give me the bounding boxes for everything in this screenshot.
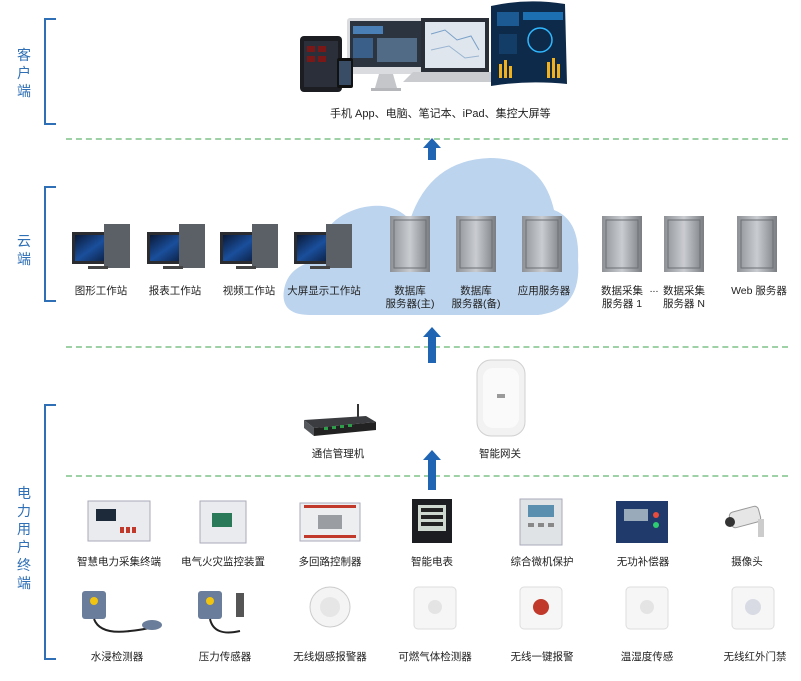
server-label-db-primary: 数据库 服务器(主) bbox=[380, 285, 440, 311]
divider-cloud-gateway bbox=[66, 346, 788, 348]
workstation-icon bbox=[72, 224, 130, 269]
device-label-reactive-compensator: 无功补偿器 bbox=[616, 556, 670, 568]
device-label-microcomputer-protection: 综合微机保护 bbox=[510, 556, 574, 568]
server-label-line1: 数据采集 bbox=[663, 285, 705, 297]
server-label-line2: 服务器(主) bbox=[385, 298, 435, 310]
server-label-line2: 服务器 N bbox=[663, 298, 705, 310]
server-label-db-backup: 数据库 服务器(备) bbox=[446, 285, 506, 311]
client-devices-illustration bbox=[300, 1, 567, 92]
smart-meter-icon bbox=[412, 499, 452, 543]
workstation-label-graphic: 图形工作站 bbox=[74, 285, 128, 297]
server-icon bbox=[522, 216, 562, 272]
pressure-sensor-icon bbox=[198, 591, 244, 634]
smart-gateway-label: 智能网关 bbox=[479, 448, 521, 460]
device-row2-icons bbox=[82, 586, 775, 634]
camera-icon bbox=[725, 505, 764, 537]
big-screen-display-icon bbox=[491, 1, 567, 86]
server-label-collector-n: 数据采集 服务器 N bbox=[656, 285, 712, 311]
user-layer-bracket bbox=[44, 404, 56, 660]
cloud-shape bbox=[283, 158, 579, 315]
arrow-devices-to-gateway bbox=[423, 450, 441, 490]
device-label-smoke-alarm: 无线烟感报警器 bbox=[293, 651, 367, 663]
comm-manager-icon bbox=[304, 404, 376, 436]
smart-gateway-icon bbox=[476, 359, 526, 437]
device-label-power-collector: 智慧电力采集终端 bbox=[77, 556, 161, 568]
server-label-application: 应用服务器 bbox=[512, 285, 576, 298]
cloud-layer-title: 云端 bbox=[17, 233, 32, 267]
multi-loop-controller-icon bbox=[299, 502, 361, 542]
desktop-monitor-icon bbox=[347, 18, 425, 91]
arrow-cloud-to-client bbox=[423, 138, 441, 160]
device-label-pressure-sensor: 压力传感器 bbox=[198, 651, 252, 663]
tablet-icon bbox=[300, 36, 342, 92]
server-icon bbox=[390, 216, 430, 272]
device-label-panic-button: 无线一键报警 bbox=[510, 651, 574, 663]
workstation-label-video: 视频工作站 bbox=[222, 285, 276, 297]
server-icon bbox=[456, 216, 496, 272]
device-label-camera: 摄像头 bbox=[731, 556, 763, 568]
server-label-line2: 服务器(备) bbox=[451, 298, 501, 310]
server-label-line1: 应用服务器 bbox=[517, 285, 571, 297]
server-label-line1: 数据库 bbox=[394, 285, 426, 297]
cloud-layer-bracket bbox=[44, 186, 56, 302]
workstation-label-report: 报表工作站 bbox=[148, 285, 202, 297]
infrared-door-sensor-icon bbox=[731, 586, 775, 630]
comm-manager-label: 通信管理机 bbox=[311, 448, 365, 460]
workstation-icon bbox=[294, 224, 352, 269]
laptop-icon bbox=[403, 18, 505, 82]
workstation-icon bbox=[147, 224, 205, 269]
server-label-line1: 数据采集 bbox=[601, 285, 643, 297]
server-label-line2: 服务器 1 bbox=[601, 298, 643, 310]
phone-icon bbox=[337, 58, 353, 88]
temp-humidity-sensor-icon bbox=[625, 586, 669, 630]
fire-monitor-icon bbox=[199, 500, 247, 544]
workstation-label-bigscreen: 大屏显示工作站 bbox=[287, 285, 361, 297]
server-icon bbox=[737, 216, 777, 272]
reactive-compensator-icon bbox=[616, 501, 668, 543]
client-layer-title: 客户端 bbox=[17, 47, 32, 99]
water-leak-sensor-icon bbox=[82, 591, 162, 633]
device-label-infrared-door: 无线红外门禁 bbox=[723, 651, 787, 663]
servers-ellipsis: ... bbox=[649, 283, 659, 295]
server-label-line1: Web 服务器 bbox=[731, 285, 787, 297]
workstation-icon bbox=[220, 224, 278, 269]
server-icon bbox=[664, 216, 704, 272]
server-icon bbox=[602, 216, 642, 272]
user-layer-title: 电力用户终端 bbox=[17, 485, 32, 591]
power-collector-icon bbox=[87, 500, 151, 542]
device-row1-icons bbox=[87, 498, 764, 546]
divider-gateway-devices bbox=[66, 475, 788, 477]
device-label-fire-monitor: 电气火灾监控装置 bbox=[181, 556, 265, 568]
client-layer-bracket bbox=[44, 18, 56, 125]
gas-detector-icon bbox=[413, 586, 457, 630]
device-label-gas-detector: 可燃气体检测器 bbox=[398, 651, 472, 663]
smoke-alarm-icon bbox=[309, 586, 351, 628]
server-label-line1: 数据库 bbox=[460, 285, 492, 297]
arrow-gateway-to-cloud bbox=[423, 327, 441, 363]
workstations-svg bbox=[72, 216, 777, 272]
panic-button-icon bbox=[519, 586, 563, 630]
client-caption: 手机 App、电脑、笔记本、iPad、集控大屏等 bbox=[330, 108, 551, 120]
device-label-smart-meter: 智能电表 bbox=[411, 556, 453, 568]
microcomputer-protection-icon bbox=[519, 498, 563, 546]
device-label-water-leak: 水浸检测器 bbox=[90, 651, 144, 663]
device-label-multi-loop-controller: 多回路控制器 bbox=[298, 556, 362, 568]
device-label-temp-humidity: 温湿度传感 bbox=[620, 651, 674, 663]
server-label-web: Web 服务器 bbox=[726, 285, 792, 298]
server-label-collector-1: 数据采集 服务器 1 bbox=[594, 285, 650, 311]
